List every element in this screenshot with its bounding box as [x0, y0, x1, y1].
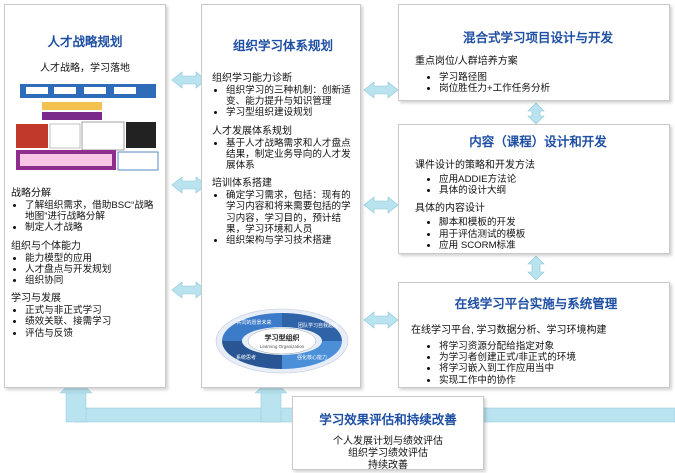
system-title: 组织学习体系规划	[232, 39, 333, 53]
content-title: 内容（课程）设计和开发	[469, 135, 607, 149]
platform-item: 将学习资源分配给指定对象	[439, 341, 661, 352]
evaluation-line: 持续改善	[368, 460, 408, 471]
system-item: 组织学习的三种机制：创新适变、能力提升与知识管理	[226, 85, 354, 107]
cycle-seg-1: 共同的愿景未来	[236, 319, 271, 326]
platform-item: 实现工作中的协作	[439, 375, 661, 386]
system-sec-3: 培训体系搭建	[212, 178, 272, 190]
blended-sec-1: 重点岗位/人群培养方案	[415, 56, 518, 67]
strategy-title: 人才战略规划	[47, 35, 123, 49]
evaluation-line: 个人发展计划与绩效评估	[333, 436, 443, 447]
system-item: 确定学习需求，包括：现有的学习内容和将来需要包括的学习内容，学习目的，预计结果，…	[226, 190, 354, 235]
system-item: 基于人才战略需求和人才盘点结果，制定业务导向的人才发展体系	[226, 138, 354, 172]
cycle-seg-3: 系统思考	[236, 354, 256, 361]
system-item: 组织架构与学习技术搭建	[226, 235, 354, 246]
strategy-sec-3: 学习与发展	[11, 293, 61, 305]
strategy-item: 了解组织需求，借助BSC“战略地图”进行战略分解	[25, 200, 159, 222]
strategy-item: 能力模型的应用	[25, 253, 159, 264]
evaluation-title: 学习效果评估和持续改善	[319, 413, 457, 427]
strategy-map-graphic	[16, 84, 159, 171]
strategy-item: 人才盘点与开发规划	[25, 264, 159, 275]
strategy-item: 绩效关联、接需学习	[25, 316, 159, 327]
system-sec-2: 人才发展体系规划	[212, 125, 292, 137]
content-item: 应用 SCORM标准	[439, 240, 661, 251]
blended-title: 混合式学习项目设计与开发	[462, 31, 613, 45]
strategy-item: 评估与反馈	[25, 328, 159, 339]
content-panel: 内容（课程）设计和开发 课件设计的策略和开发方法 应用ADDIE方法论 具体的设…	[398, 124, 670, 254]
content-item: 应用ADDIE方法论	[439, 174, 661, 185]
system-panel: 组织学习体系规划 组织学习能力诊断 组织学习的三种机制：创新适变、能力提升与知识…	[201, 4, 361, 388]
content-item: 用于评估测试的模板	[439, 229, 661, 240]
strategy-sec-1: 战略分解	[11, 188, 51, 199]
strategy-item: 制定人才战略	[25, 222, 159, 233]
platform-sec-1: 在线学习平台, 学习数据分析、学习环境构建	[411, 325, 607, 336]
content-item: 具体的设计大纲	[439, 185, 661, 196]
platform-panel: 在线学习平台实施与系统管理 在线学习平台, 学习数据分析、学习环境构建 将学习资…	[398, 282, 670, 388]
blended-panel: 混合式学习项目设计与开发 重点岗位/人群培养方案 学习路径图 岗位胜任力+工作任…	[398, 4, 670, 101]
platform-item: 为学习者创建正式/非正式的环境	[439, 352, 661, 363]
cycle-center: 学习型组织	[265, 333, 300, 342]
evaluation-panel: 学习效果评估和持续改善 个人发展计划与绩效评估 组织学习绩效评估 持续改善	[292, 396, 484, 471]
strategy-item: 组织协同	[25, 275, 159, 286]
blended-item: 岗位胜任力+工作任务分析	[439, 83, 661, 94]
content-item: 脚本和模板的开发	[439, 217, 661, 228]
strategy-subtitle: 人才战略，学习落地	[40, 63, 130, 74]
blended-item: 学习路径图	[439, 72, 661, 83]
cycle-seg-2: 团队学习自我超越	[298, 322, 338, 329]
system-item: 学习型组织建设规划	[226, 107, 354, 118]
strategy-panel: 人才战略规划 人才战略，学习落地 战略分解 了解组织需求，借助BSC“战略地图”…	[4, 4, 166, 388]
platform-item: 将学习嵌入到工作应用当中	[439, 363, 661, 374]
platform-title: 在线学习平台实施与系统管理	[454, 297, 618, 311]
strategy-item: 正式与非正式学习	[25, 305, 159, 316]
cycle-seg-4: 强化核心能力	[297, 354, 327, 361]
learning-org-cycle: 学习型组织 Learning Organization 共同的愿景未来 团队学习…	[215, 308, 349, 374]
content-sec-1: 课件设计的策略和开发方法	[415, 160, 535, 171]
evaluation-line: 组织学习绩效评估	[348, 448, 428, 459]
content-sec-2: 具体的内容设计	[415, 203, 485, 215]
cycle-center-en: Learning Organization	[260, 344, 305, 349]
strategy-sec-2: 组织与个体能力	[11, 240, 81, 252]
system-sec-1: 组织学习能力诊断	[212, 73, 292, 84]
